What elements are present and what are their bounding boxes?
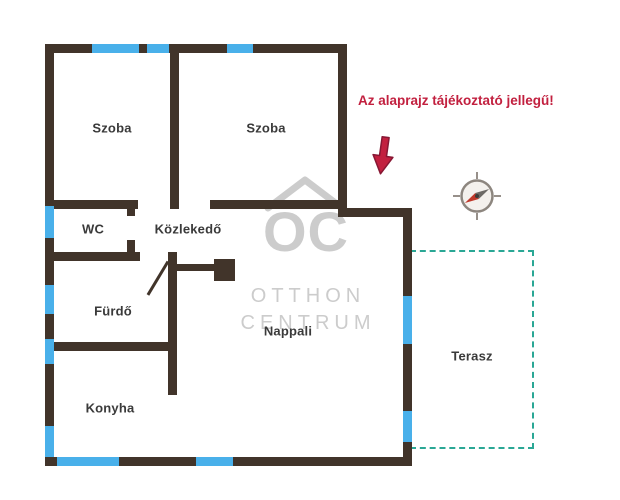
down-arrow-icon	[372, 135, 394, 175]
room-label-bedroom1: Szoba	[92, 120, 132, 136]
wall-column	[214, 259, 235, 281]
wall-kitchen-stub	[168, 351, 177, 395]
window-kitchen-upper	[45, 339, 54, 364]
window-bottom-livingroom	[196, 457, 233, 466]
wall-hall-top-right	[210, 200, 347, 209]
compass-icon	[453, 172, 501, 220]
room-label-terrace: Terasz	[451, 348, 493, 364]
wall-outer-top	[45, 44, 347, 53]
wall-bathroom-right	[168, 252, 177, 351]
watermark-line2: CENTRUM	[240, 312, 376, 334]
roof-icon	[264, 176, 346, 212]
wall-bedroom-divider	[170, 44, 179, 209]
window-bottom-kitchen	[57, 457, 119, 466]
room-label-wc: WC	[81, 221, 105, 237]
window-bedroom1-a	[92, 44, 139, 53]
watermark-initials: OC	[263, 200, 349, 263]
wall-kitchen-top	[45, 342, 177, 351]
room-label-bedroom2: Szoba	[246, 120, 286, 136]
room-label-bathroom: Fürdő	[94, 303, 132, 319]
window-livingroom-right-a	[403, 296, 412, 344]
wall-livingroom-top	[338, 208, 412, 217]
window-bathroom	[45, 285, 54, 314]
room-label-livingroom: Nappali	[263, 323, 313, 339]
wall-outer-right-upper	[338, 44, 347, 217]
wall-bathroom-top	[45, 252, 140, 261]
room-label-kitchen: Konyha	[85, 400, 135, 416]
wall-alcove-stub	[177, 264, 214, 271]
window-bedroom1-b	[147, 44, 169, 53]
compass-ticks	[453, 172, 501, 220]
door-leaf-line	[146, 260, 170, 296]
wall-hall-top-left	[45, 200, 138, 209]
window-livingroom-right-b	[403, 411, 412, 442]
window-wc	[45, 206, 54, 238]
wall-wc-divider-upper	[127, 200, 135, 216]
room-label-hallway: Közlekedő	[154, 221, 222, 237]
window-bedroom2	[227, 44, 253, 53]
disclaimer-text: Az alaprajz tájékoztató jellegű!	[358, 93, 554, 108]
watermark-line1: OTTHON	[250, 285, 366, 307]
window-kitchen-lower	[45, 426, 54, 457]
wall-wc-divider-lower	[127, 240, 135, 254]
